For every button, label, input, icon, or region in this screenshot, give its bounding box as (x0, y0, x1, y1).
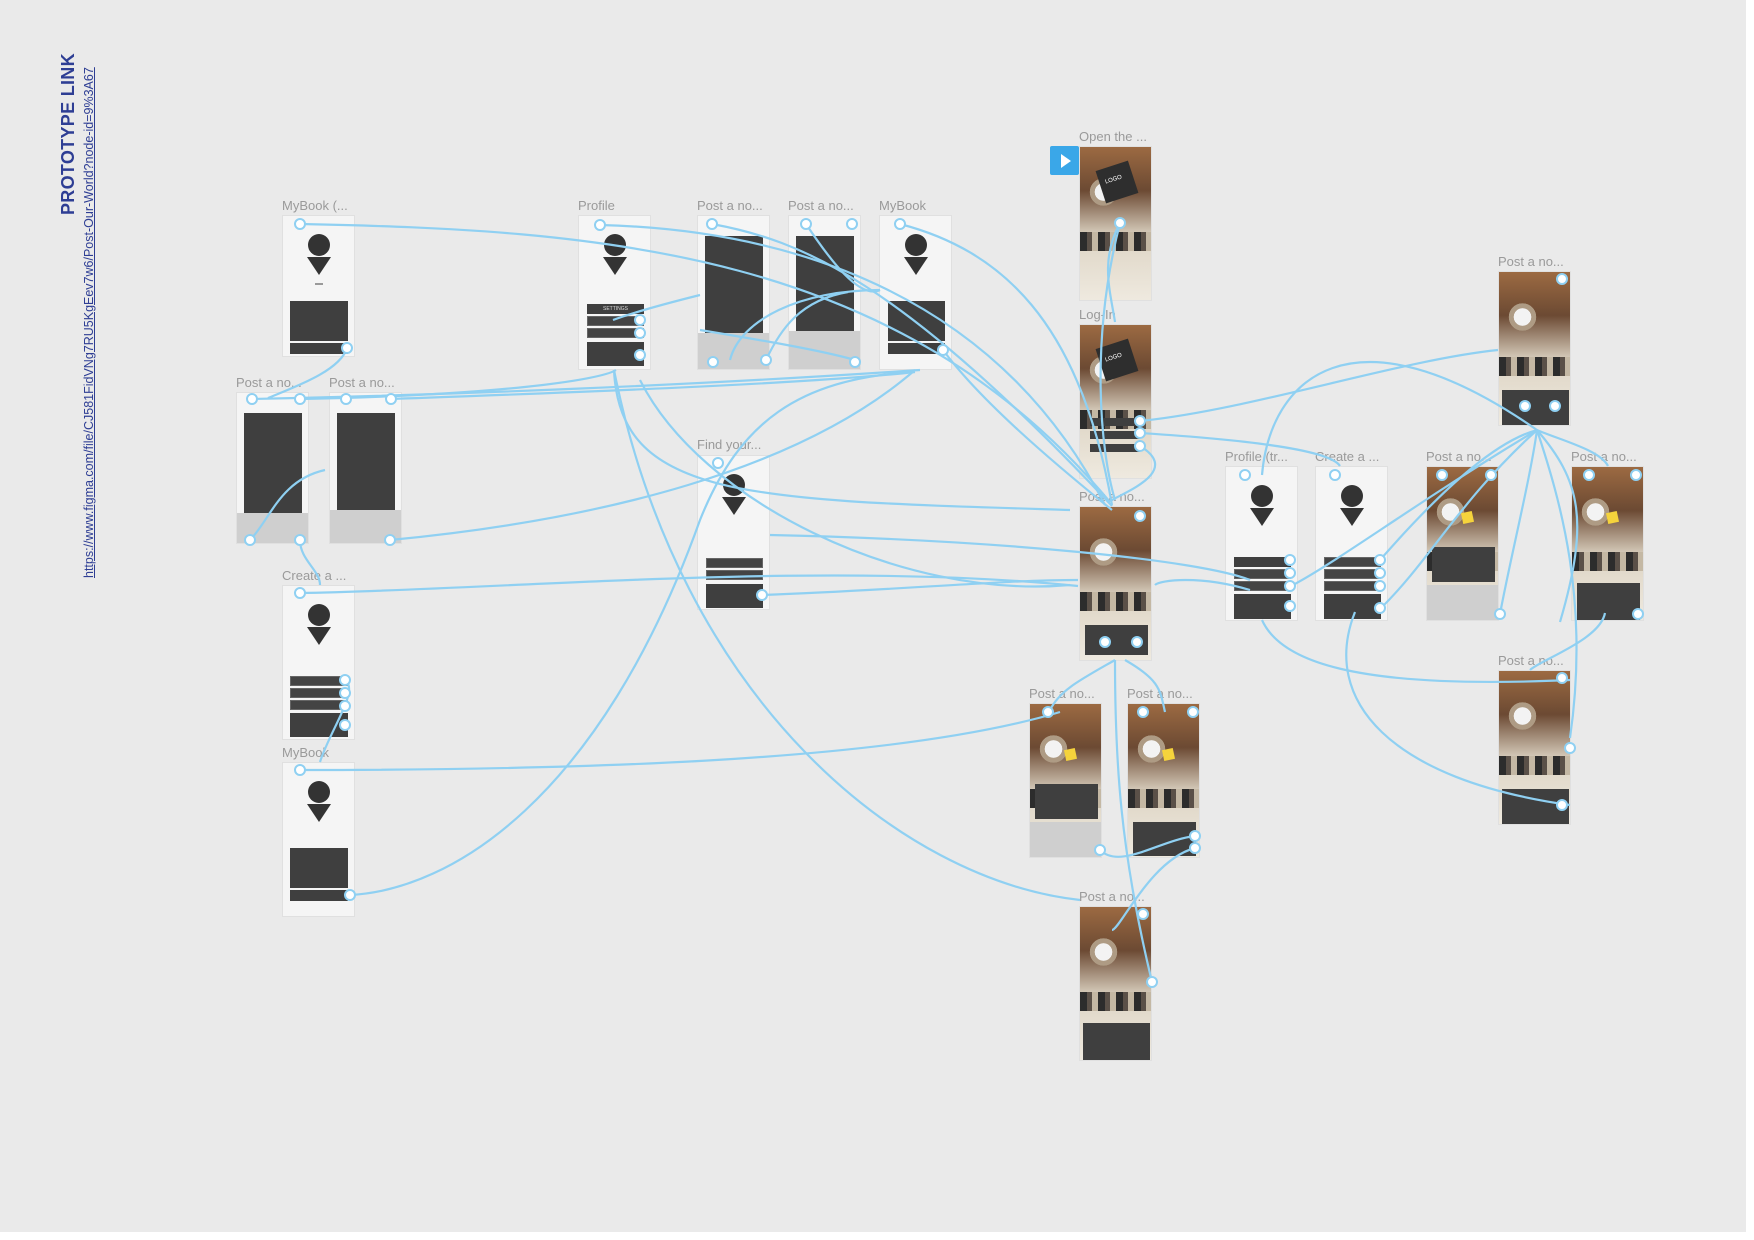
frame-label[interactable]: Create a ... (282, 568, 347, 583)
frame-label[interactable]: Post a no... (1426, 449, 1492, 464)
avatar-body-icon (904, 257, 928, 275)
frame-label[interactable]: Post a no... (329, 375, 395, 390)
avatar-body-icon (307, 257, 331, 275)
frame-post-note-e[interactable] (1029, 703, 1102, 858)
frame-label[interactable]: Post a no... (1571, 449, 1637, 464)
frame-post-note-camera[interactable] (1079, 506, 1152, 661)
settings-button[interactable]: SETTINGS (587, 304, 644, 314)
frame-label[interactable]: Open the ... (1079, 129, 1147, 144)
frame-post-note-b[interactable] (329, 392, 402, 544)
frame-log-in[interactable]: LOGO (1079, 324, 1152, 479)
note-block (337, 413, 395, 513)
avatar-head-icon (308, 604, 330, 626)
frame-label[interactable]: MyBook (879, 198, 926, 213)
avatar-head-icon (308, 781, 330, 803)
frame-label[interactable]: Post a no... (1498, 653, 1564, 668)
frame-label[interactable]: MyBook (... (282, 198, 348, 213)
note-block (705, 236, 763, 348)
frame-mybook-empty[interactable] (282, 215, 355, 357)
frame-label[interactable]: Post a no... (1498, 254, 1564, 269)
note-block (244, 413, 302, 513)
play-icon[interactable] (1050, 146, 1079, 175)
frame-mybook[interactable] (282, 762, 355, 917)
frame-label[interactable]: Profile (578, 198, 615, 213)
frame-label[interactable]: Post a no... (1079, 489, 1145, 504)
avatar-body-icon (722, 497, 746, 515)
avatar-body-icon (307, 804, 331, 822)
frame-label[interactable]: Post a no... (236, 375, 302, 390)
avatar-head-icon (1251, 485, 1273, 507)
avatar-body-icon (1340, 508, 1364, 526)
frame-label[interactable]: Profile (tr... (1225, 449, 1288, 464)
frame-post-note-d[interactable] (788, 215, 861, 370)
frame-label[interactable]: MyBook (282, 745, 329, 760)
avatar-body-icon (603, 257, 627, 275)
avatar-head-icon (905, 234, 927, 256)
frame-post-note-g[interactable] (1079, 906, 1152, 1061)
avatar-body-icon (307, 627, 331, 645)
frame-create-chapter[interactable] (282, 585, 355, 740)
frame-create-tr[interactable] (1315, 466, 1388, 621)
frame-post-note-f[interactable] (1127, 703, 1200, 858)
frame-post-note-j[interactable] (1498, 271, 1571, 426)
frame-label[interactable]: Post a no... (1079, 889, 1145, 904)
frame-label[interactable]: Log-In (1079, 307, 1116, 322)
frame-post-note-h[interactable] (1426, 466, 1499, 621)
avatar-head-icon (308, 234, 330, 256)
frame-label[interactable]: Post a no... (788, 198, 854, 213)
add-chapter-button[interactable] (290, 343, 348, 354)
avatar-head-icon (1341, 485, 1363, 507)
avatar-body-icon (1250, 508, 1274, 526)
content-block (290, 301, 348, 341)
content-block (290, 848, 348, 888)
frame-post-note-i[interactable] (1571, 466, 1644, 621)
frame-label[interactable]: Post a no... (697, 198, 763, 213)
